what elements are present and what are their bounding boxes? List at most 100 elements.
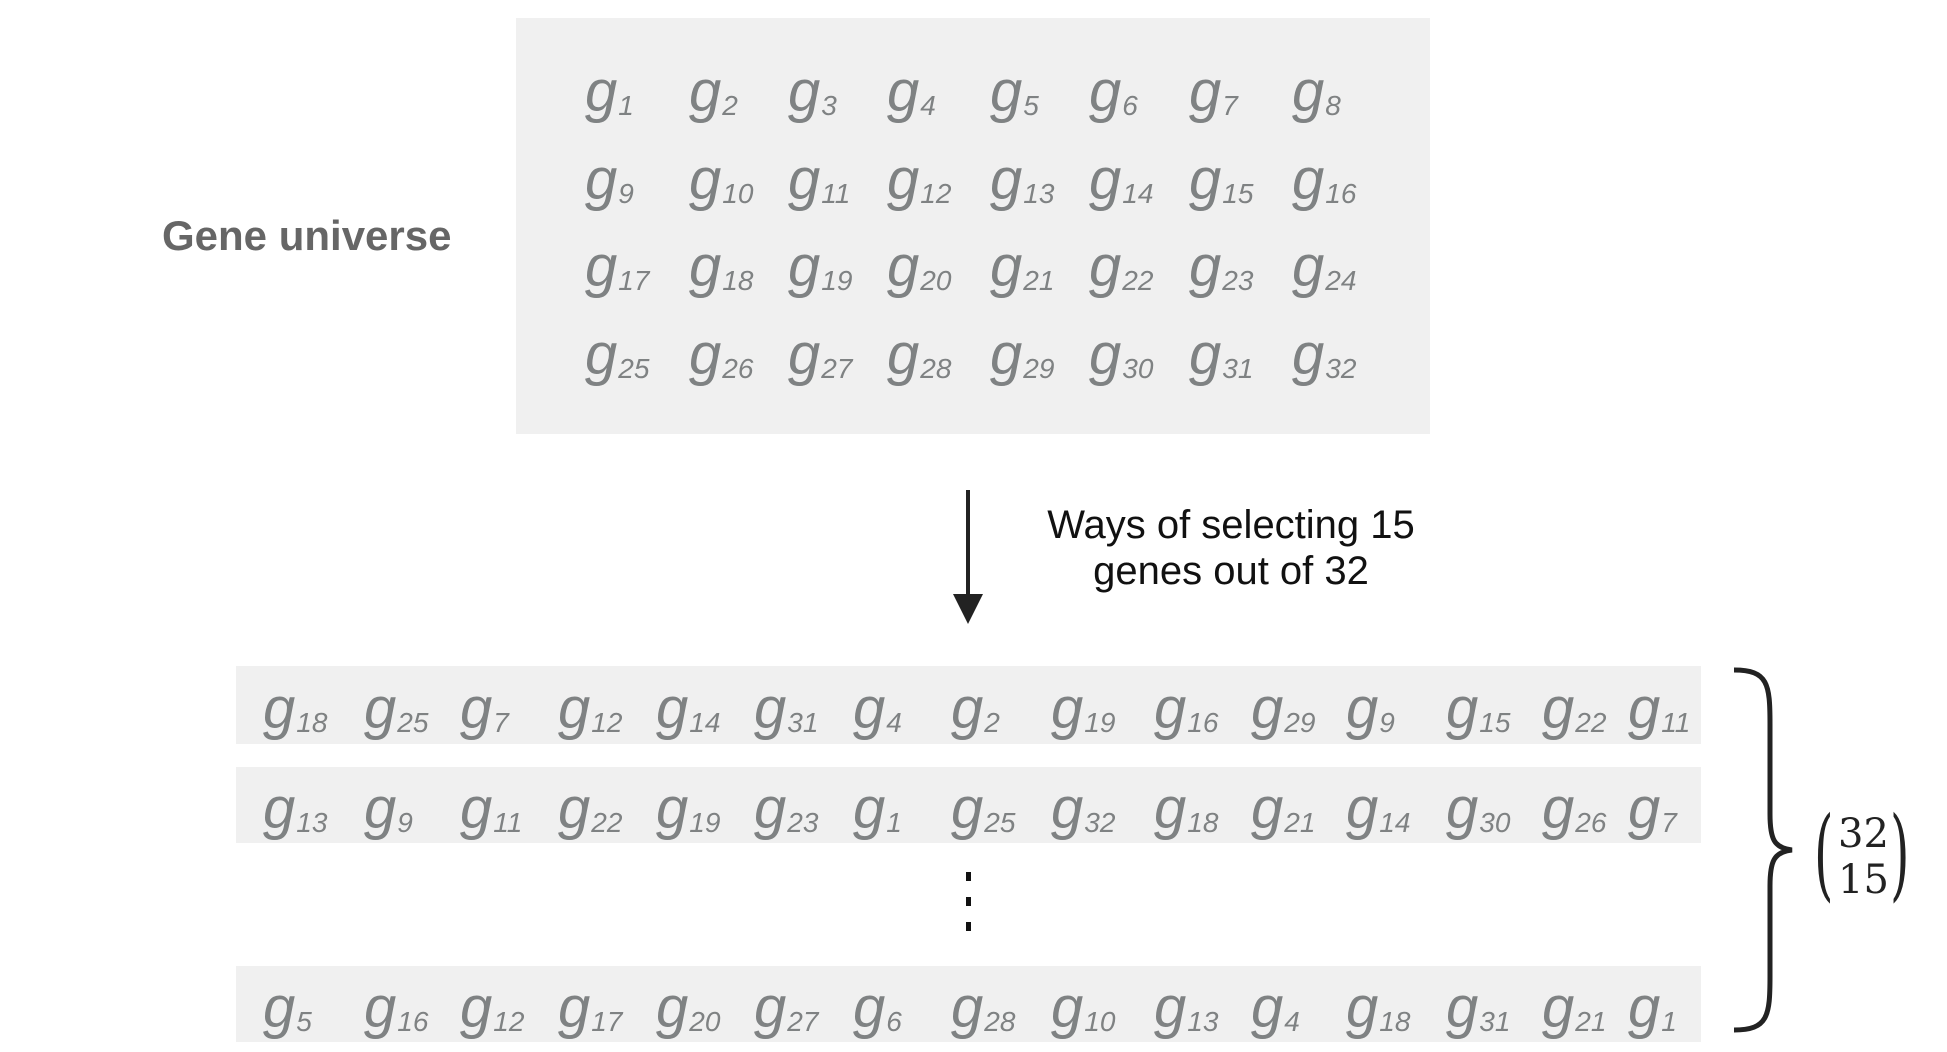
gene-index: 16 bbox=[1325, 178, 1357, 209]
gene-index: 6 bbox=[1122, 90, 1138, 121]
gene-label: g2 bbox=[951, 680, 1000, 738]
gene-index: 22 bbox=[591, 807, 623, 838]
gene-label: g30 bbox=[1089, 326, 1153, 384]
gene-symbol: g bbox=[1089, 322, 1122, 387]
gene-symbol: g bbox=[364, 776, 397, 841]
gene-symbol: g bbox=[990, 147, 1023, 212]
gene-symbol: g bbox=[951, 975, 984, 1040]
gene-label: g19 bbox=[788, 238, 852, 296]
gene-symbol: g bbox=[1189, 234, 1222, 299]
ellipsis-dot bbox=[966, 897, 971, 906]
gene-symbol: g bbox=[689, 147, 722, 212]
gene-symbol: g bbox=[1446, 676, 1479, 741]
gene-label: g20 bbox=[656, 979, 720, 1037]
binomial-k: 15 bbox=[1838, 857, 1889, 903]
gene-label: g7 bbox=[1628, 780, 1677, 838]
gene-symbol: g bbox=[1292, 322, 1325, 387]
gene-label: g18 bbox=[1346, 979, 1410, 1037]
gene-index: 11 bbox=[1661, 707, 1691, 738]
gene-label: g28 bbox=[887, 326, 951, 384]
gene-index: 5 bbox=[296, 1006, 312, 1037]
gene-symbol: g bbox=[460, 975, 493, 1040]
gene-index: 18 bbox=[1187, 807, 1219, 838]
gene-label: g29 bbox=[1251, 680, 1315, 738]
gene-symbol: g bbox=[951, 676, 984, 741]
gene-index: 26 bbox=[1575, 807, 1607, 838]
gene-symbol: g bbox=[263, 776, 296, 841]
gene-symbol: g bbox=[1154, 975, 1187, 1040]
gene-index: 7 bbox=[1661, 807, 1677, 838]
gene-index: 31 bbox=[787, 707, 819, 738]
gene-index: 12 bbox=[591, 707, 623, 738]
gene-symbol: g bbox=[1292, 147, 1325, 212]
gene-label: g16 bbox=[1292, 151, 1356, 209]
selection-row-1 bbox=[236, 666, 1701, 744]
gene-index: 19 bbox=[821, 265, 853, 296]
gene-index: 20 bbox=[920, 265, 952, 296]
gene-index: 7 bbox=[1222, 90, 1238, 121]
gene-label: g12 bbox=[460, 979, 524, 1037]
gene-label: g1 bbox=[1628, 979, 1677, 1037]
gene-symbol: g bbox=[585, 59, 618, 124]
gene-index: 13 bbox=[1187, 1006, 1219, 1037]
gene-symbol: g bbox=[364, 975, 397, 1040]
gene-label: g10 bbox=[1051, 979, 1115, 1037]
gene-label: g11 bbox=[460, 780, 522, 838]
gene-label: g2 bbox=[689, 63, 738, 121]
gene-index: 10 bbox=[1084, 1006, 1116, 1037]
gene-symbol: g bbox=[853, 975, 886, 1040]
gene-symbol: g bbox=[853, 776, 886, 841]
gene-index: 23 bbox=[1222, 265, 1254, 296]
gene-index: 4 bbox=[1284, 1006, 1300, 1037]
gene-index: 31 bbox=[1222, 353, 1254, 384]
gene-index: 31 bbox=[1479, 1006, 1511, 1037]
gene-label: g14 bbox=[1089, 151, 1153, 209]
gene-label: g6 bbox=[853, 979, 902, 1037]
gene-index: 14 bbox=[1379, 807, 1411, 838]
gene-symbol: g bbox=[887, 59, 920, 124]
gene-label: g16 bbox=[1154, 680, 1218, 738]
gene-symbol: g bbox=[1189, 147, 1222, 212]
gene-index: 14 bbox=[689, 707, 721, 738]
gene-label: g31 bbox=[754, 680, 818, 738]
gene-index: 5 bbox=[1023, 90, 1039, 121]
gene-label: g5 bbox=[990, 63, 1039, 121]
gene-label: g12 bbox=[558, 680, 622, 738]
gene-index: 25 bbox=[397, 707, 429, 738]
gene-index: 27 bbox=[821, 353, 853, 384]
gene-index: 6 bbox=[886, 1006, 902, 1037]
gene-index: 28 bbox=[984, 1006, 1016, 1037]
gene-symbol: g bbox=[558, 776, 591, 841]
right-paren: ) bbox=[1890, 795, 1910, 912]
ellipsis-dot bbox=[966, 872, 971, 881]
gene-symbol: g bbox=[364, 676, 397, 741]
gene-symbol: g bbox=[263, 676, 296, 741]
gene-index: 30 bbox=[1122, 353, 1154, 384]
gene-index: 1 bbox=[1661, 1006, 1677, 1037]
selection-row-3 bbox=[236, 966, 1701, 1042]
gene-label: g24 bbox=[1292, 238, 1356, 296]
gene-label: g9 bbox=[1346, 680, 1395, 738]
gene-index: 32 bbox=[1325, 353, 1357, 384]
gene-index: 2 bbox=[722, 90, 738, 121]
caption-line-2: genes out of 32 bbox=[1093, 549, 1369, 593]
gene-symbol: g bbox=[887, 147, 920, 212]
gene-label: g1 bbox=[585, 63, 634, 121]
gene-symbol: g bbox=[1346, 975, 1379, 1040]
gene-symbol: g bbox=[1154, 676, 1187, 741]
gene-index: 24 bbox=[1325, 265, 1357, 296]
gene-label: g18 bbox=[1154, 780, 1218, 838]
gene-symbol: g bbox=[754, 975, 787, 1040]
gene-index: 29 bbox=[1284, 707, 1316, 738]
gene-index: 16 bbox=[397, 1006, 429, 1037]
gene-label: g31 bbox=[1189, 326, 1253, 384]
gene-index: 18 bbox=[296, 707, 328, 738]
gene-label: g17 bbox=[585, 238, 649, 296]
gene-label: g7 bbox=[1189, 63, 1238, 121]
gene-index: 10 bbox=[722, 178, 754, 209]
gene-label: g4 bbox=[1251, 979, 1300, 1037]
gene-symbol: g bbox=[1089, 147, 1122, 212]
gene-symbol: g bbox=[1051, 776, 1084, 841]
gene-label: g17 bbox=[558, 979, 622, 1037]
gene-index: 25 bbox=[618, 353, 650, 384]
